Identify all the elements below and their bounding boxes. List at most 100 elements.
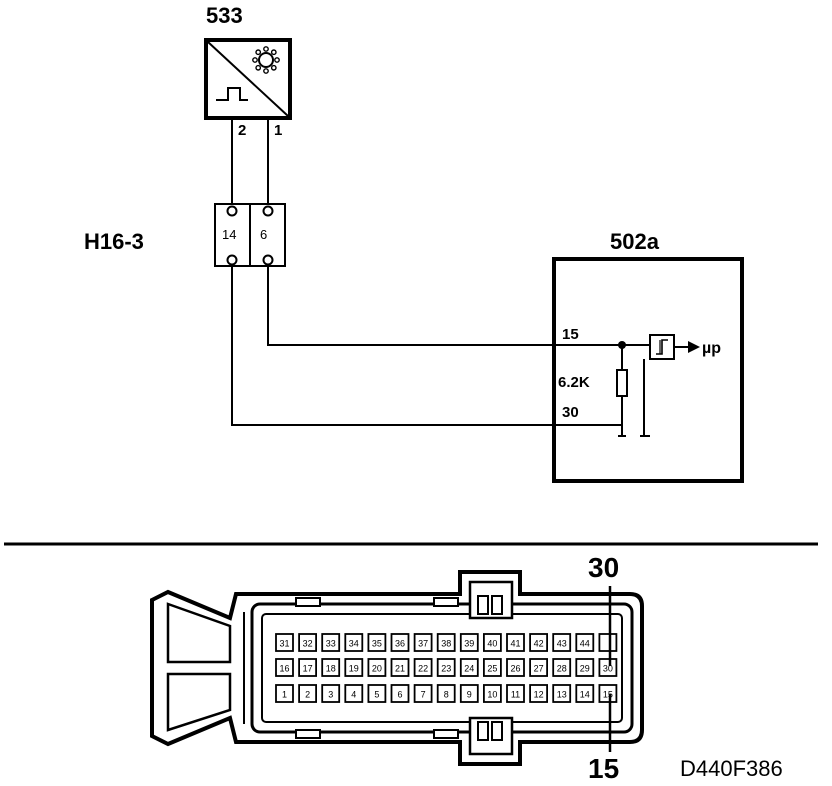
connector-pin-label: 16	[279, 664, 289, 674]
connector-pin-label: 13	[557, 690, 567, 700]
ecu-box	[552, 257, 744, 483]
connector-pin: 30	[598, 658, 618, 677]
connector-pin-label: 37	[418, 639, 428, 649]
connector-pin-label: 33	[326, 639, 336, 649]
connector-pin: 24	[459, 658, 479, 677]
arrow-right-icon	[688, 341, 700, 353]
ecu-pin-15: 15	[562, 326, 579, 343]
connector-pin: 11	[506, 684, 525, 703]
connector-pin-label: 30	[603, 664, 613, 674]
connector-pin-label: 27	[534, 664, 544, 674]
connector-pin: 33	[321, 633, 341, 652]
connector-pin: 32	[298, 633, 318, 652]
connector-pin: 34	[344, 633, 364, 652]
ecu-label: 502a	[610, 229, 660, 254]
connector-pin: 7	[413, 684, 433, 703]
sensor-533-symbol	[204, 38, 292, 120]
wire-pin14-to-30	[231, 264, 622, 426]
pulse-icon	[216, 87, 248, 101]
connector-pin: 35	[367, 633, 387, 652]
connector-pin-label: 22	[418, 664, 428, 674]
ecu-internal-circuit	[616, 334, 700, 437]
connector-pin: 27	[529, 658, 548, 677]
connector-pin-label: 36	[395, 639, 405, 649]
connector-pin-label: 11	[511, 690, 520, 700]
connector-pin-label: 18	[326, 664, 336, 674]
connector-pin: 40	[482, 633, 502, 652]
output-label: µp	[702, 340, 721, 357]
connector-pin: 8	[436, 684, 456, 703]
connector-pin-label: 12	[534, 690, 544, 700]
ecu-pin-30: 30	[562, 404, 579, 421]
wire-pin6-to-15	[267, 264, 622, 346]
sensor-pin-2: 2	[238, 122, 246, 139]
connector-pin-label: 39	[464, 639, 474, 649]
connector-pin: 28	[552, 658, 572, 677]
figure-code: D440F386	[680, 756, 783, 781]
connector-pin-label: 2	[305, 690, 310, 700]
connector-pin-label: 7	[421, 690, 426, 700]
connector-pin: 29	[575, 658, 595, 677]
connector-pin: 43	[552, 633, 572, 652]
connector-pin-label: 8	[444, 690, 449, 700]
connector-pin-label: 5	[374, 690, 379, 700]
connector-pin: 3	[321, 684, 341, 703]
connector-pin: 18	[321, 658, 341, 677]
connector-pin-label: 20	[372, 664, 382, 674]
connector-pin: 13	[552, 684, 572, 703]
connector-pin: 39	[459, 633, 479, 652]
connector-pin-label: 3	[328, 690, 333, 700]
connector-pin-label: 21	[395, 664, 405, 674]
connector-pin-label: 26	[510, 664, 520, 674]
connector-pin-label: 28	[557, 664, 567, 674]
connector-pin: 42	[529, 633, 548, 652]
connector-pin-label: 24	[464, 664, 474, 674]
connector-pin: 23	[436, 658, 456, 677]
connector-pin-label: 23	[441, 664, 451, 674]
connector-pin-label: 44	[580, 639, 590, 649]
connector-pin: 41	[506, 633, 525, 652]
gear-icon	[252, 46, 280, 74]
connector-pin-label: 32	[303, 639, 313, 649]
connector-pin	[598, 633, 618, 652]
connector-pin-label: 9	[467, 690, 472, 700]
connector-pin: 4	[344, 684, 364, 703]
connector-pin: 21	[390, 658, 410, 677]
connector-pin: 9	[459, 684, 479, 703]
connector-pin-label: 19	[349, 664, 359, 674]
connector-pin-label: 40	[487, 639, 497, 649]
connector-pin: 10	[482, 684, 502, 703]
sensor-pin-1: 1	[274, 122, 282, 139]
connector-pin: 12	[529, 684, 548, 703]
connector-pin-label: 15	[603, 690, 613, 700]
resistor-value: 6.2K	[558, 374, 590, 391]
connector-pin: 17	[298, 658, 318, 677]
connector-pin-label: 25	[487, 664, 497, 674]
connector-pin: 1	[275, 684, 294, 703]
connector-h16-3-label: H16-3	[84, 229, 144, 254]
connector-pin: 6	[390, 684, 410, 703]
connector-pin-label: 17	[303, 664, 313, 674]
connector-pin: 26	[506, 658, 525, 677]
connector-pin: 15	[598, 684, 618, 703]
callout-30: 30	[588, 552, 619, 583]
connector-pin: 2	[298, 684, 318, 703]
sensor-label: 533	[206, 3, 243, 28]
connector-pin-label: 35	[372, 639, 382, 649]
connector-pin: 44	[575, 633, 595, 652]
connector-pin: 22	[413, 658, 433, 677]
resistor-symbol	[616, 369, 628, 397]
connector-pin-label: 31	[279, 639, 289, 649]
connector-pin: 20	[367, 658, 387, 677]
connector-pin-label: 29	[580, 664, 590, 674]
connector-pin: 25	[482, 658, 502, 677]
connector-pin-14: 14	[222, 227, 236, 242]
connector-pin-label: 1	[282, 690, 287, 700]
connector-pin-label: 42	[534, 639, 544, 649]
connector-pin-6: 6	[260, 227, 267, 242]
connector-pin-label: 10	[487, 690, 497, 700]
callout-15: 15	[588, 753, 619, 784]
